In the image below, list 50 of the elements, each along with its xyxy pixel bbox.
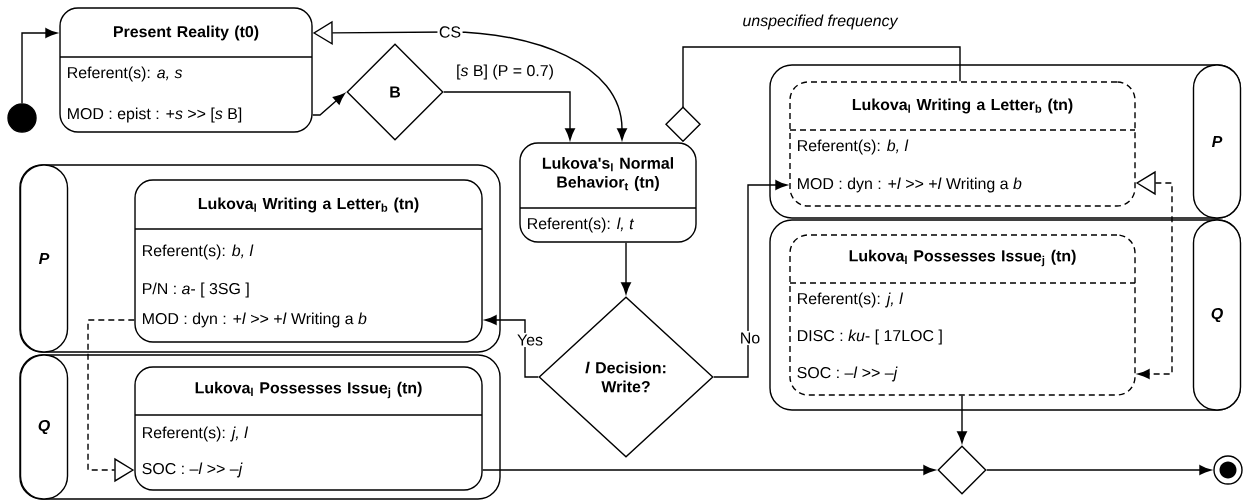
state-box [789, 234, 1136, 396]
attribute-text: Referent(s): l, t [528, 217, 635, 233]
lane-label: P [19, 164, 69, 353]
state-title: Lukova's$_{l}$ Normal Behavior$_{t}$ (tn) [542, 157, 673, 191]
lane-label: Q [19, 354, 69, 500]
arrow [713, 180, 788, 378]
arrow [986, 465, 1212, 475]
arrow [443, 91, 575, 141]
arrow [957, 395, 967, 444]
attribute-text: MOD : dyn : +l >> +l Writing a b [798, 177, 1022, 193]
edge-label: CS [437, 24, 463, 40]
edge-label: Yes [515, 332, 545, 348]
start-dot [7, 103, 37, 133]
attribute-text: SOC : –l >> –j [142, 462, 243, 478]
attribute-text: Referent(s): a, s [68, 66, 183, 82]
state-title: Lukova$_{l}$ Writing a Letter$_{b}$ (tn) [198, 197, 419, 213]
swimlane [19, 354, 501, 500]
state-box [519, 142, 697, 243]
arrow [482, 465, 936, 475]
swimlane [769, 64, 1242, 219]
state-box [59, 7, 313, 133]
arrow [484, 315, 539, 378]
arrow [312, 93, 345, 116]
merge-diamond [937, 445, 987, 495]
attribute-text: Referent(s): j, l [798, 292, 904, 308]
attribute-text: Referent(s): b, l [798, 139, 909, 155]
state-title: Present Reality (t0) [114, 25, 259, 41]
edge-label: [s B] (P = 0.7) [454, 63, 556, 81]
attribute-text: P/N : a- [ 3SG ] [143, 282, 249, 298]
state-box [134, 179, 483, 343]
lane-label: Q [1192, 219, 1242, 411]
arrow [621, 242, 631, 295]
state-box [134, 366, 483, 491]
attribute-text: MOD : epist : +s >> [s B] [68, 107, 242, 123]
state-title: Lukova$_{l}$ Possesses Issue$_{j}$ (tn) [849, 249, 1076, 267]
state-title: Lukova$_{l}$ Possesses Issue$_{j}$ (tn) [195, 381, 422, 399]
swimlane [19, 164, 501, 353]
state-title: Lukova$_{l}$ Writing a Letter$_{b}$ (tn) [852, 98, 1073, 114]
edge-label: unspecified frequency [740, 13, 900, 31]
attribute-text: MOD : dyn : +l >> +l Writing a b [143, 312, 367, 328]
state-box [789, 81, 1136, 207]
attribute-text: Referent(s): b, l [143, 244, 254, 260]
attribute-text: SOC : –l >> –j [797, 366, 898, 382]
edge-label: No [738, 330, 762, 346]
arrow [21, 28, 58, 104]
attribute-text: DISC : ku- [ 17LOC ] [798, 329, 942, 345]
lane-label: P [1192, 64, 1242, 219]
swimlane [769, 219, 1242, 411]
end-marker [1213, 455, 1243, 485]
attribute-text: Referent(s): j, l [143, 426, 249, 442]
